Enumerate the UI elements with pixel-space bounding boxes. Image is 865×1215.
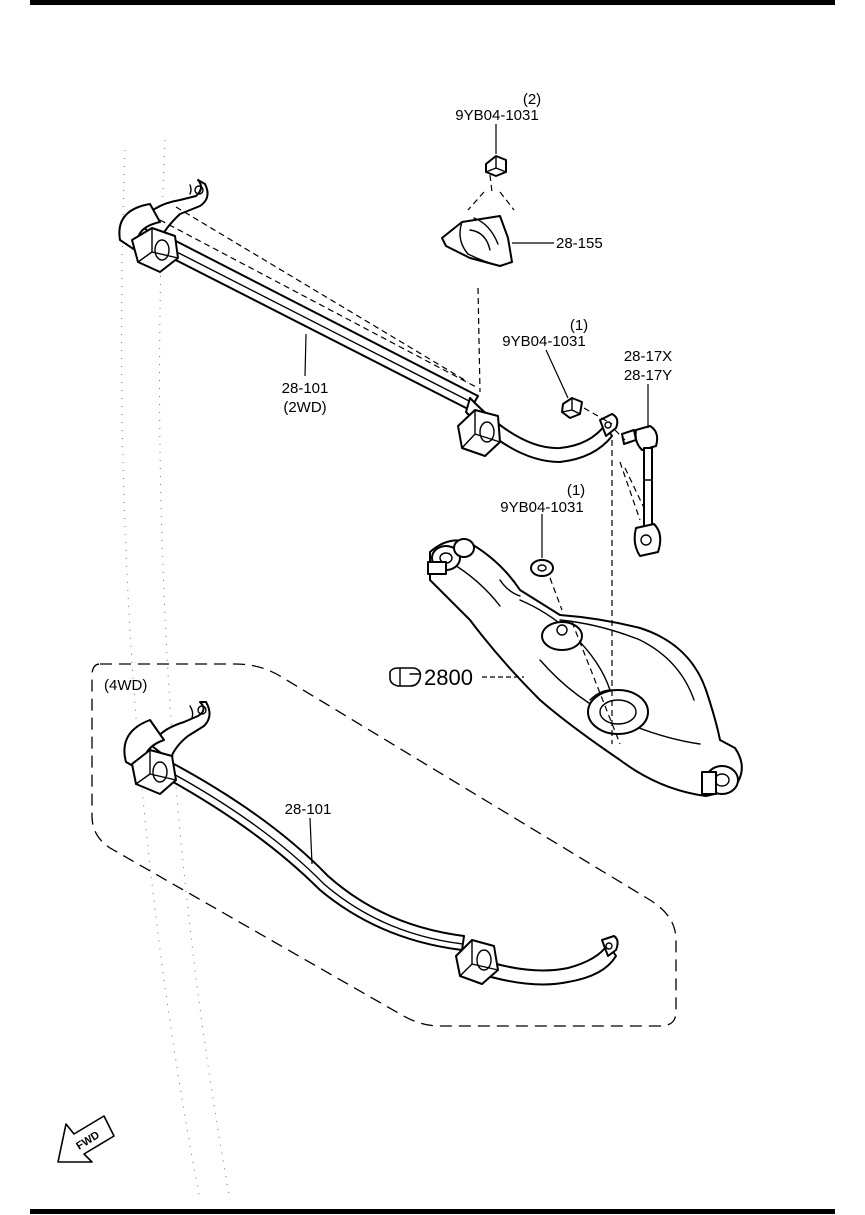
reference-hand-icon: [389, 667, 422, 687]
stabilizer-bar-2wd: [118, 179, 619, 463]
nut-top: [485, 155, 507, 177]
callout-nut-top-part: 9YB04-1031: [455, 107, 538, 124]
washer-low: [530, 559, 554, 577]
bottom-border: [30, 1209, 835, 1214]
callout-bar-4wd-part: 28-101: [285, 801, 332, 818]
callout-link-x: 28-17X: [624, 348, 672, 365]
lower-arm: [427, 538, 743, 797]
leader-bar-4wd: [309, 817, 313, 865]
assembly-line-bracket: [467, 174, 515, 211]
assembly-line-washer: [549, 577, 563, 611]
assembly-line-arm: [571, 440, 621, 745]
callout-bar-2wd-part: 28-101: [282, 380, 329, 397]
callout-nut-low-qty: (1): [567, 482, 585, 499]
fwd-arrow-icon: FWD: [57, 1115, 115, 1163]
callout-group-4wd: (4WD): [104, 677, 147, 694]
callout-link-y: 28-17Y: [624, 367, 672, 384]
top-border: [30, 0, 835, 5]
stabilizer-link: [621, 425, 662, 557]
stabilizer-bar-4wd: [123, 701, 619, 986]
leader-bar-2wd: [304, 333, 307, 377]
leader-nut-mid: [545, 349, 569, 399]
callout-nut-top-qty: (2): [523, 91, 541, 108]
bushing-bracket: [441, 215, 513, 267]
callout-nut-mid-qty: (1): [570, 317, 588, 334]
callout-nut-mid-part: 9YB04-1031: [502, 333, 585, 350]
callout-bar-2wd-variant: (2WD): [283, 399, 326, 416]
background-dots: [121, 139, 231, 1201]
group-4wd-frame: [91, 663, 677, 1027]
assembly-line-link: [614, 429, 647, 521]
callout-nut-low-part: 9YB04-1031: [500, 499, 583, 516]
callout-bushing-bracket: 28-155: [556, 235, 603, 252]
nut-mid: [561, 397, 583, 419]
assembly-line-bar: [159, 206, 481, 393]
assembly-line-nut-mid: [583, 407, 613, 425]
callout-arm-ref: 2800: [424, 665, 473, 690]
